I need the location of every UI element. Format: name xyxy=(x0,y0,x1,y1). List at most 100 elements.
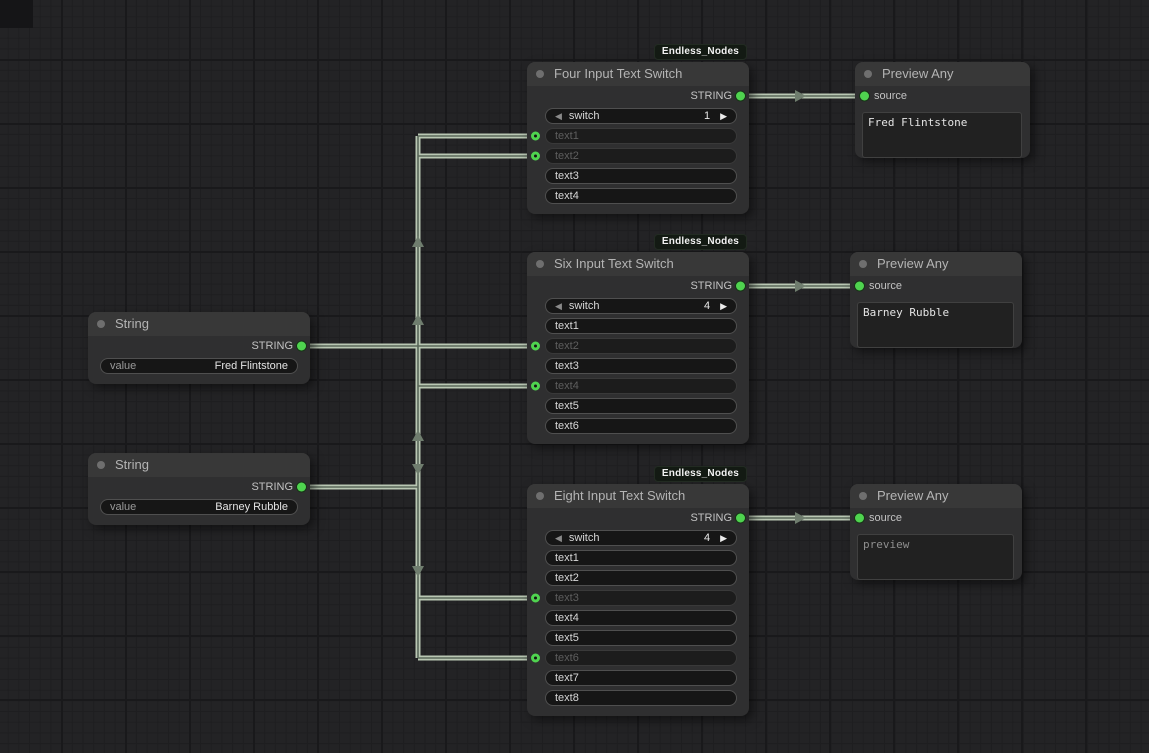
widget-row: value Barney Rubble xyxy=(88,497,310,517)
widget-label: value xyxy=(110,360,137,372)
input-port-text1[interactable] xyxy=(531,131,540,141)
switch-widget[interactable]: ◀ switch 1 ▶ xyxy=(545,108,737,124)
widget-text1[interactable]: text1 xyxy=(545,318,737,334)
node-six-input-text-switch[interactable]: Endless_Nodes Six Input Text Switch STRI… xyxy=(527,234,749,444)
widget-text4[interactable]: text4 xyxy=(545,188,737,204)
endless-nodes-badge: Endless_Nodes xyxy=(653,466,747,482)
node-title-bar[interactable]: String xyxy=(88,312,310,336)
node-title: Eight Input Text Switch xyxy=(554,488,686,503)
output-label: STRING xyxy=(690,512,732,524)
preview-textarea[interactable]: Barney Rubble xyxy=(857,302,1014,348)
widget-text2[interactable]: text2 xyxy=(545,148,737,164)
node-preview-any-1[interactable]: Preview Any source Fred Flintstone xyxy=(855,62,1030,158)
preview-textarea[interactable]: preview xyxy=(857,534,1014,580)
node-title: Six Input Text Switch xyxy=(554,256,674,271)
canvas-corner-patch xyxy=(0,0,33,28)
input-row-text1: text1 xyxy=(527,126,749,146)
input-port-text4[interactable] xyxy=(531,381,540,391)
switch-row: ◀ switch 4 ▶ xyxy=(527,296,749,316)
input-row-text3: text3 xyxy=(527,588,749,608)
widget-text5[interactable]: text5 xyxy=(545,398,737,414)
collapse-dot[interactable] xyxy=(859,492,867,500)
input-row-source: source xyxy=(850,276,1022,296)
decrement-arrow-icon[interactable]: ◀ xyxy=(555,110,562,121)
output-row: STRING xyxy=(88,477,310,497)
widget-text3[interactable]: text3 xyxy=(545,590,737,606)
widget-text3[interactable]: text3 xyxy=(545,168,737,184)
input-port-text3[interactable] xyxy=(531,593,540,603)
node-title-bar[interactable]: Preview Any xyxy=(850,252,1022,276)
node-four-input-text-switch[interactable]: Endless_Nodes Four Input Text Switch STR… xyxy=(527,44,749,214)
node-title-bar[interactable]: Preview Any xyxy=(855,62,1030,86)
node-title-bar[interactable]: Preview Any xyxy=(850,484,1022,508)
decrement-arrow-icon[interactable]: ◀ xyxy=(555,300,562,311)
node-title: Preview Any xyxy=(877,488,949,503)
value-widget[interactable]: value Fred Flintstone xyxy=(100,358,298,374)
switch-label: switch xyxy=(568,300,600,312)
input-port-source[interactable] xyxy=(855,513,864,523)
node-title-bar[interactable]: Eight Input Text Switch xyxy=(527,484,749,508)
output-row: STRING xyxy=(88,336,310,356)
decrement-arrow-icon[interactable]: ◀ xyxy=(555,532,562,543)
collapse-dot[interactable] xyxy=(536,70,544,78)
collapse-dot[interactable] xyxy=(864,70,872,78)
widget-row-text3: text3 xyxy=(527,166,749,186)
widget-text4[interactable]: text4 xyxy=(545,610,737,626)
node-title-bar[interactable]: Four Input Text Switch xyxy=(527,62,749,86)
output-port-string[interactable] xyxy=(297,341,306,351)
widget-text2[interactable]: text2 xyxy=(545,570,737,586)
switch-value: 4 xyxy=(703,532,711,544)
widget-row-text4: text4 xyxy=(527,186,749,206)
node-preview-any-3[interactable]: Preview Any source preview xyxy=(850,484,1022,580)
widget-text2[interactable]: text2 xyxy=(545,338,737,354)
widget-text6[interactable]: text6 xyxy=(545,418,737,434)
input-port-text2[interactable] xyxy=(531,341,540,351)
widget-text5[interactable]: text5 xyxy=(545,630,737,646)
arrow-right-icon xyxy=(795,90,806,102)
switch-widget[interactable]: ◀ switch 4 ▶ xyxy=(545,530,737,546)
input-port-source[interactable] xyxy=(860,91,869,101)
collapse-dot[interactable] xyxy=(97,320,105,328)
collapse-dot[interactable] xyxy=(859,260,867,268)
output-port-string[interactable] xyxy=(297,482,306,492)
switch-row: ◀ switch 1 ▶ xyxy=(527,106,749,126)
preview-textarea[interactable]: Fred Flintstone xyxy=(862,112,1022,158)
output-port-string[interactable] xyxy=(736,281,745,291)
node-eight-input-text-switch[interactable]: Endless_Nodes Eight Input Text Switch ST… xyxy=(527,466,749,716)
widget-text6[interactable]: text6 xyxy=(545,650,737,666)
input-row-text6: text6 xyxy=(527,648,749,668)
increment-arrow-icon[interactable]: ▶ xyxy=(720,532,727,543)
node-string-2[interactable]: String STRING value Barney Rubble xyxy=(88,453,310,525)
node-title-bar[interactable]: String xyxy=(88,453,310,477)
node-string-1[interactable]: String STRING value Fred Flintstone xyxy=(88,312,310,384)
input-port-text2[interactable] xyxy=(531,151,540,161)
output-label: STRING xyxy=(690,90,732,102)
node-title-bar[interactable]: Six Input Text Switch xyxy=(527,252,749,276)
collapse-dot[interactable] xyxy=(536,492,544,500)
input-port-source[interactable] xyxy=(855,281,864,291)
input-row-text4: text4 xyxy=(527,376,749,396)
increment-arrow-icon[interactable]: ▶ xyxy=(720,300,727,311)
output-port-string[interactable] xyxy=(736,513,745,523)
switch-value: 1 xyxy=(703,110,711,122)
input-port-text6[interactable] xyxy=(531,653,540,663)
widget-text4[interactable]: text4 xyxy=(545,378,737,394)
widget-text8[interactable]: text8 xyxy=(545,690,737,706)
node-preview-any-2[interactable]: Preview Any source Barney Rubble xyxy=(850,252,1022,348)
arrow-down-icon xyxy=(412,566,424,577)
widget-text7[interactable]: text7 xyxy=(545,670,737,686)
widget-row-text8: text8 xyxy=(527,688,749,708)
value-widget[interactable]: value Barney Rubble xyxy=(100,499,298,515)
widget-text3[interactable]: text3 xyxy=(545,358,737,374)
collapse-dot[interactable] xyxy=(536,260,544,268)
switch-widget[interactable]: ◀ switch 4 ▶ xyxy=(545,298,737,314)
collapse-dot[interactable] xyxy=(97,461,105,469)
output-label: STRING xyxy=(690,280,732,292)
increment-arrow-icon[interactable]: ▶ xyxy=(720,110,727,121)
widget-text1[interactable]: text1 xyxy=(545,550,737,566)
input-row-text2: text2 xyxy=(527,336,749,356)
output-port-string[interactable] xyxy=(736,91,745,101)
widget-text1[interactable]: text1 xyxy=(545,128,737,144)
